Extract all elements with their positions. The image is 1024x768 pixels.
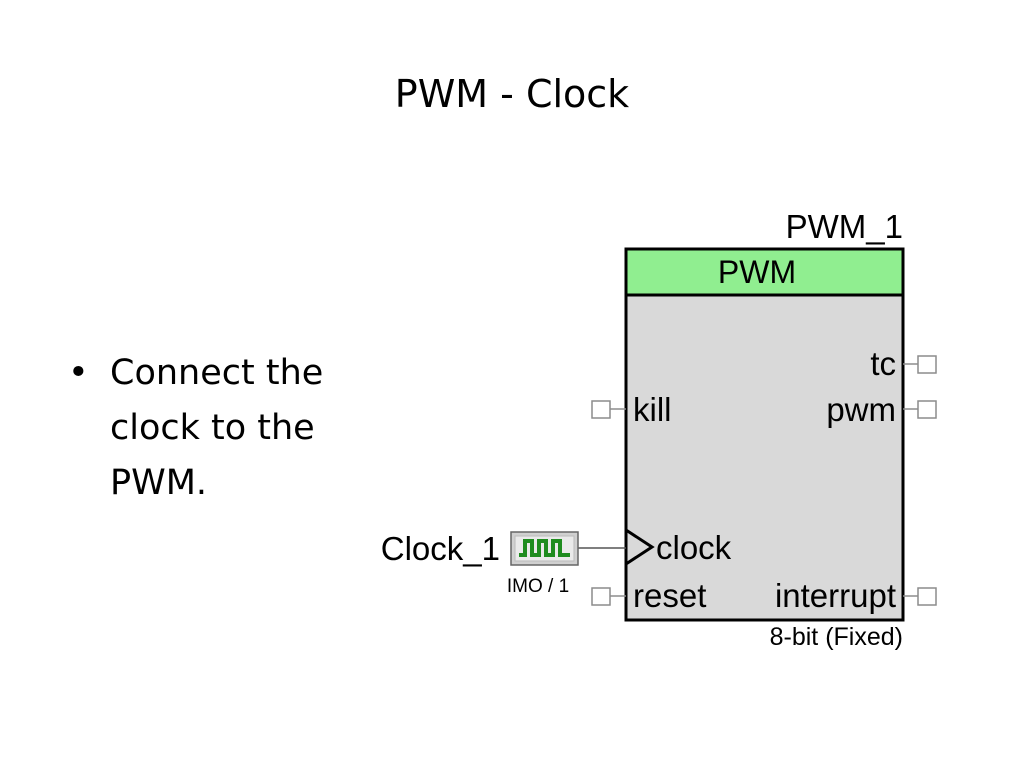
- pwm-resolution-label: 8-bit (Fixed): [770, 623, 903, 651]
- bullet-dot-icon: •: [68, 353, 89, 393]
- clock-input-triangle-icon: [625, 528, 655, 566]
- pin-interrupt-terminal[interactable]: [903, 587, 937, 606]
- bullet-item: • Connect the clock to the PWM.: [68, 346, 358, 511]
- pwm-type-label: PWM: [718, 254, 796, 290]
- bullet-list: • Connect the clock to the PWM.: [68, 346, 358, 511]
- pin-tc-terminal[interactable]: [903, 355, 937, 374]
- port-pwm-label: pwm: [826, 391, 896, 428]
- clock-component[interactable]: [510, 531, 579, 566]
- slide-title: PWM - Clock: [394, 72, 630, 116]
- port-interrupt-label: interrupt: [775, 577, 896, 614]
- pwm-instance-name[interactable]: PWM_1: [786, 208, 903, 245]
- clock-source-label: IMO / 1: [507, 576, 569, 597]
- pin-kill-terminal[interactable]: [591, 400, 626, 419]
- port-kill-label: kill: [633, 391, 672, 428]
- pin-reset-terminal[interactable]: [591, 587, 626, 606]
- pin-pwm-terminal[interactable]: [903, 400, 937, 419]
- port-tc-label: tc: [870, 345, 896, 382]
- square-wave-icon: [519, 539, 570, 557]
- port-clock-label: clock: [656, 529, 732, 566]
- clock-instance-name[interactable]: Clock_1: [381, 530, 500, 567]
- bullet-text: Connect the clock to the PWM.: [110, 353, 324, 503]
- port-reset-label: reset: [633, 577, 706, 614]
- pwm-component-header: [624, 247, 905, 297]
